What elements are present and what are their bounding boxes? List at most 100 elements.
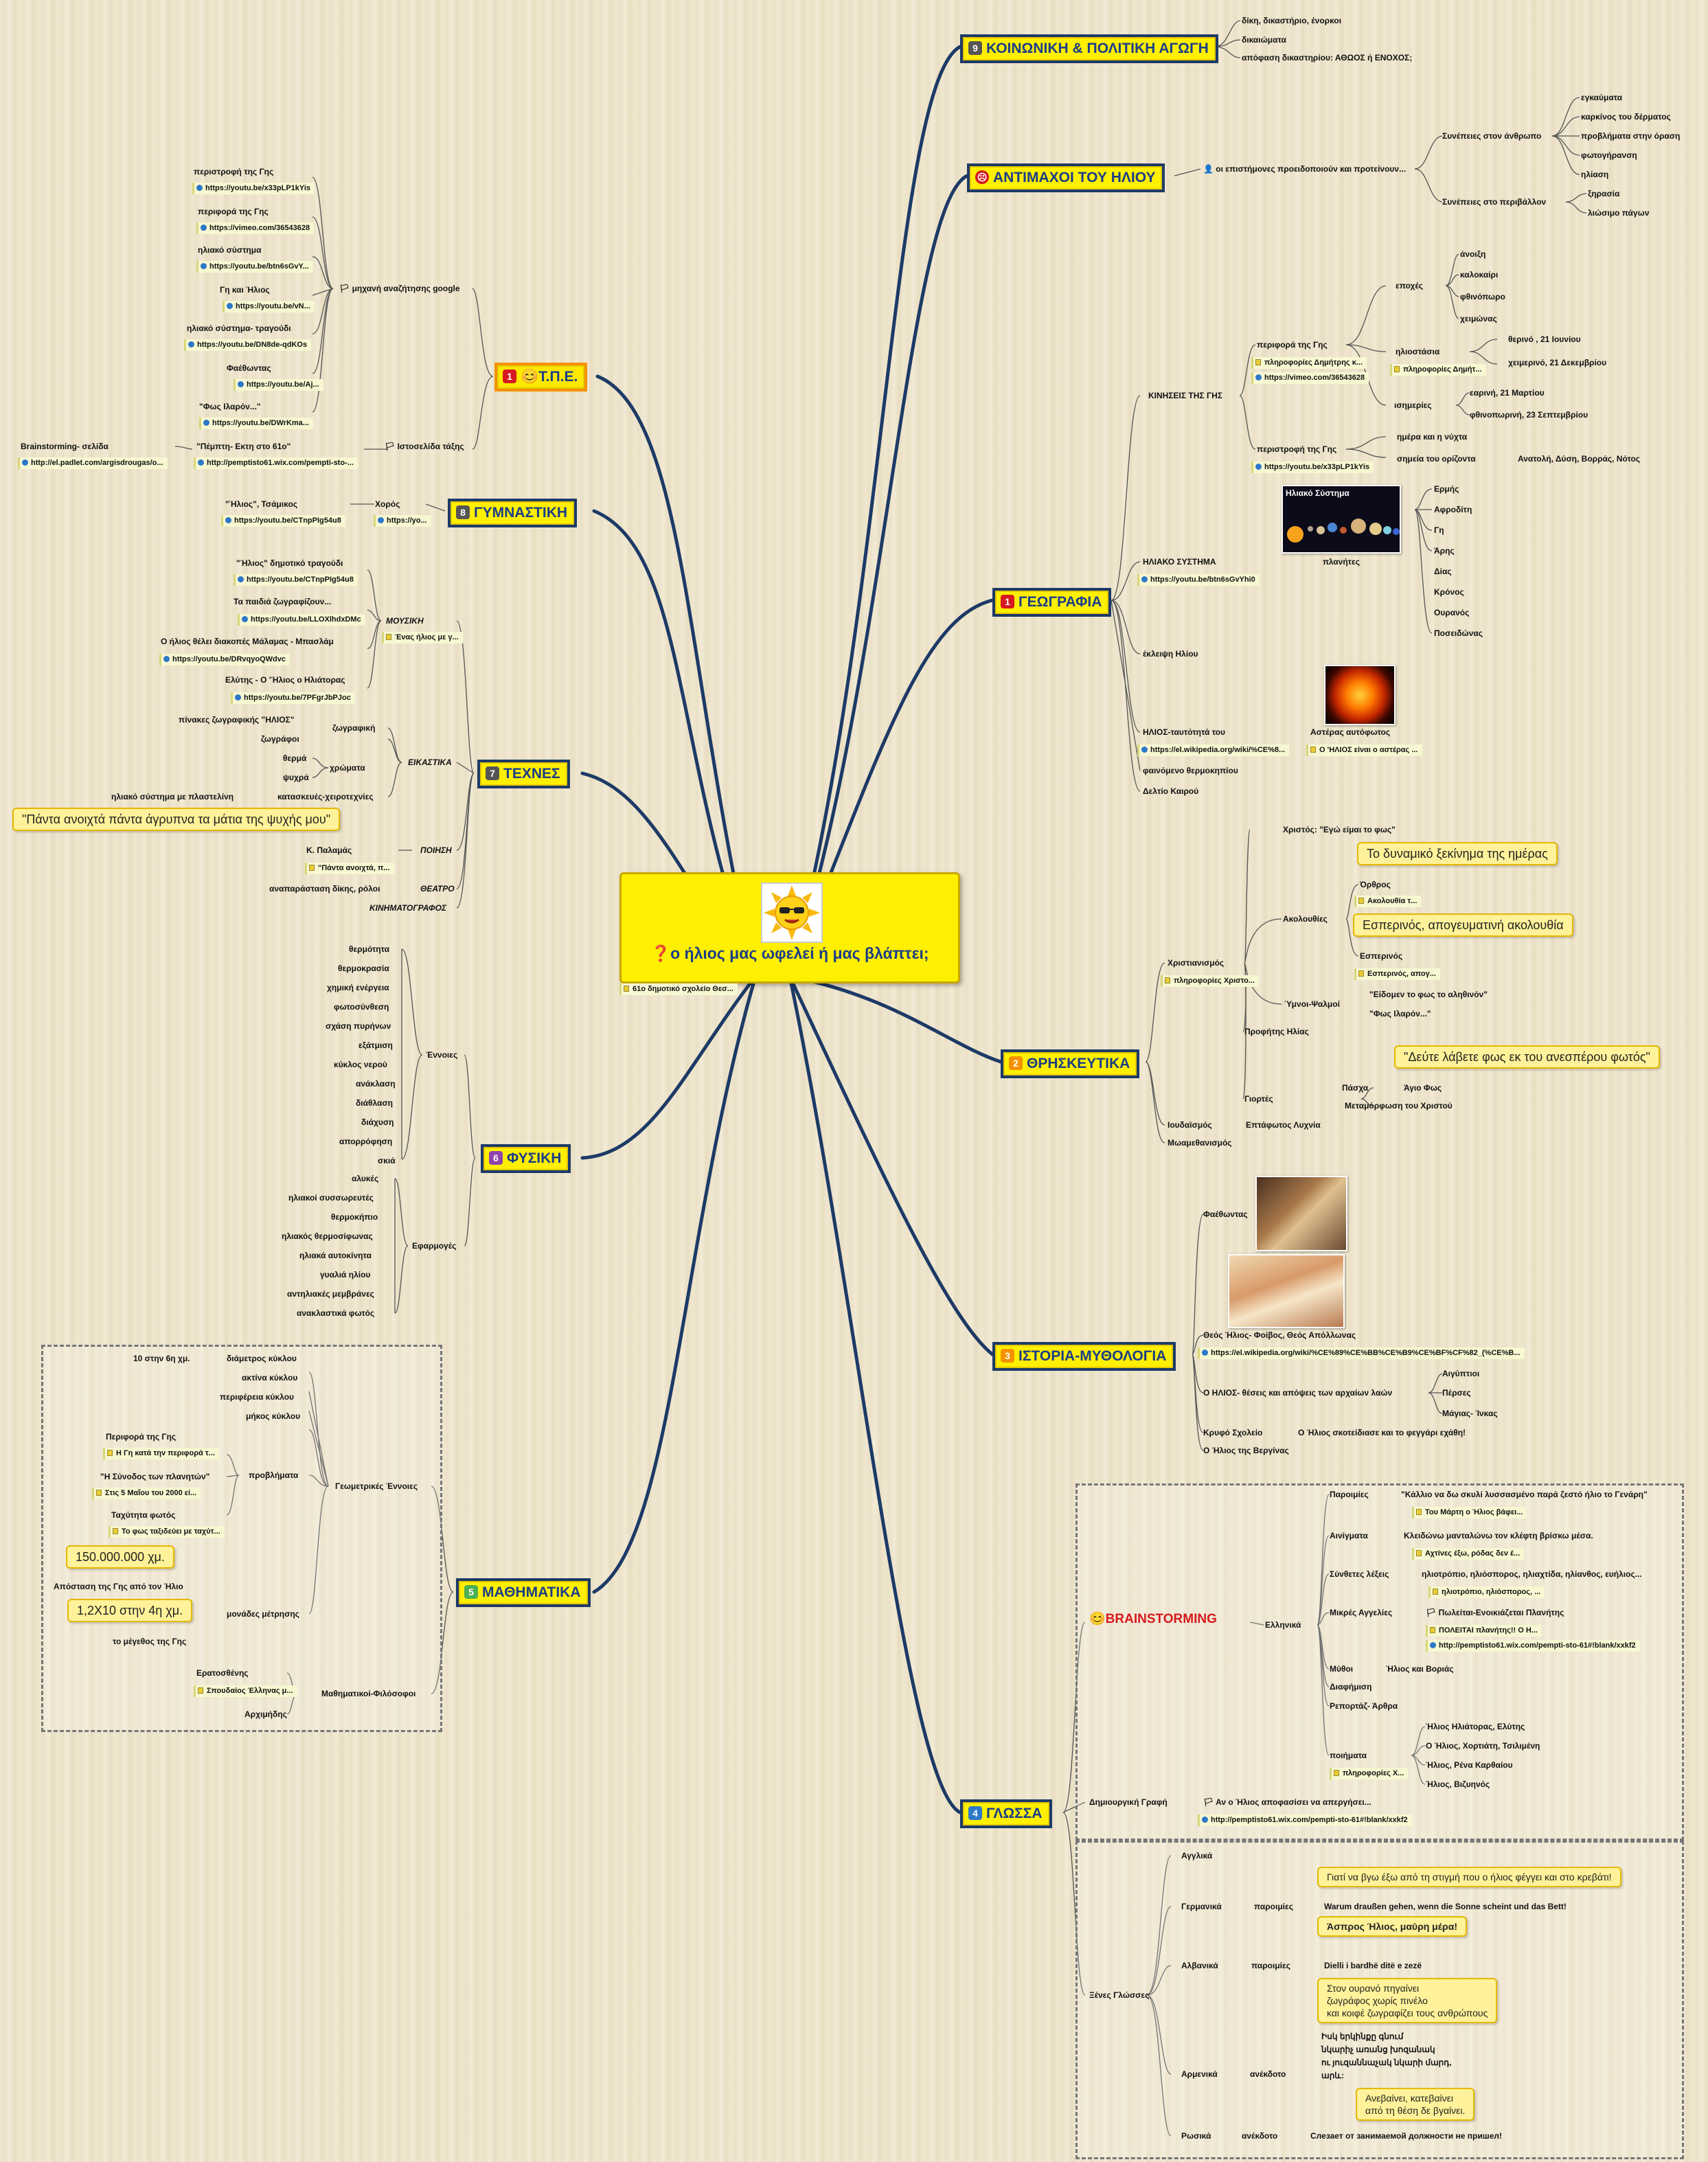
node[interactable]: το μέγεθος της Γης <box>113 1637 187 1646</box>
node[interactable]: Επτάφωτος Λυχνία <box>1246 1120 1321 1130</box>
link[interactable]: http://pemptisto61.wix.com/pempti-sto-61… <box>1426 1640 1640 1652</box>
node[interactable]: Απόσταση της Γης από τον Ήλιο <box>54 1582 183 1591</box>
link[interactable]: https://youtu.be/x33pLP1kYis <box>1251 462 1374 473</box>
node[interactable]: Προφήτης Ηλίας <box>1244 1027 1309 1036</box>
node[interactable]: διάμετρος κύκλου <box>227 1354 297 1363</box>
node[interactable]: Ανατολή, Δύση, Βορράς, Νότος <box>1518 454 1641 464</box>
link[interactable]: https://el.wikipedia.org/wiki/%CE%89%CE%… <box>1198 1347 1525 1359</box>
callout[interactable]: Εσπερινός, απογευματινή ακολουθία <box>1353 913 1573 937</box>
node[interactable]: φθινοπωρινή, 23 Σεπτεμβρίου <box>1470 410 1589 420</box>
phaethon-painting-image[interactable] <box>1255 1176 1347 1251</box>
node[interactable]: διάχυση <box>361 1117 394 1127</box>
node[interactable]: Γη <box>1434 525 1444 535</box>
node[interactable]: χημική ενέργεια <box>327 983 389 992</box>
link[interactable]: https://youtu.be/Aj... <box>234 379 323 391</box>
node[interactable]: φωτοσύνθεση <box>334 1002 389 1012</box>
node[interactable]: Δίας <box>1434 567 1452 576</box>
node[interactable]: Μάγιας- Ίνκας <box>1442 1409 1498 1418</box>
note[interactable]: Ο 'ΗΛΙΟΣ είναι ο αστέρας ... <box>1306 744 1422 756</box>
node[interactable]: Warum draußen gehen, wenn die Sonne sche… <box>1324 1902 1567 1911</box>
node[interactable]: 🏳 Αν ο Ήλιος αποφασίσει να απεργήσει... <box>1203 1797 1371 1807</box>
link[interactable]: https://youtu.be/DRvqyoQWdvc <box>159 654 290 665</box>
link[interactable]: https://youtu.be/DWrKma... <box>199 418 313 429</box>
callout[interactable]: Το δυναμικό ξεκίνημα της ημέρας <box>1357 842 1558 865</box>
link[interactable]: https://vimeo.com/36543628 <box>196 223 315 234</box>
node[interactable]: ηλιακό σύστημα <box>198 245 262 255</box>
node[interactable]: "Πέμπτη- Εκτη στο 61ο" <box>196 442 291 451</box>
node[interactable]: Ήλιος και Βοριάς <box>1386 1664 1454 1674</box>
node[interactable]: Φαέθωντας <box>1203 1209 1248 1219</box>
node[interactable]: ΘΕΑΤΡΟ <box>420 884 455 894</box>
node[interactable]: ψυχρά <box>283 773 309 782</box>
node[interactable]: Δελτίο Καιρού <box>1143 786 1199 796</box>
node[interactable]: Παροιμίες <box>1330 1490 1369 1499</box>
node[interactable]: ανάκλαση <box>356 1079 396 1089</box>
link[interactable]: http://el.padlet.com/argisdrougas/o... <box>18 457 168 469</box>
node[interactable]: "Είδομεν το φως το αληθινόν" <box>1369 990 1488 999</box>
link[interactable]: https://youtu.be/x33pLP1kYis <box>192 183 315 194</box>
node[interactable]: κατασκευές-χειροτεχνίες <box>277 792 374 801</box>
node[interactable]: Ο ΗΛΙΟΣ- θέσεις και απόψεις των αρχαίων … <box>1203 1388 1393 1398</box>
node[interactable]: Συνέπειες στον άνθρωπο <box>1442 131 1542 141</box>
note[interactable]: Η Γη κατά την περιφορά τ... <box>103 1448 219 1459</box>
link[interactable]: https://youtu.be/CTnpPIg54u8 <box>234 574 358 586</box>
central-topic[interactable]: ❓ο ήλιος μας ωφελεί ή μας βλάπτει; <box>619 872 960 983</box>
node[interactable]: παροιμίες <box>1251 1961 1290 1970</box>
solar-system-image[interactable]: Ηλιακό Σύστημα <box>1282 485 1401 554</box>
node[interactable]: διάθλαση <box>356 1098 393 1108</box>
node[interactable]: Γη και Ήλιος <box>220 285 270 295</box>
link[interactable]: https://youtu.be/LLOXlhdxDMc <box>238 614 365 626</box>
topic-antimaxoi[interactable]: ☹ΑΝΤΙΜΑΧΟΙ ΤΟΥ ΗΛΙΟΥ <box>967 163 1165 192</box>
node[interactable]: Χριστός: "Εγώ είμαι το φως" <box>1283 825 1396 834</box>
node[interactable]: Ερμής <box>1434 484 1459 494</box>
callout[interactable]: Άσπρος Ήλιος, μαύρη μέρα! <box>1317 1916 1467 1937</box>
node[interactable]: ανακλαστικά φωτός <box>297 1308 375 1318</box>
node[interactable]: Ύμνοι-Ψαλμοί <box>1284 999 1340 1009</box>
apollo-painting-image[interactable] <box>1228 1254 1345 1328</box>
note[interactable]: πληροφορίες Χ... <box>1330 1768 1409 1779</box>
node[interactable]: ΜΟΥΣΙΚΗ <box>386 616 424 626</box>
node[interactable]: ποιήματα <box>1330 1751 1367 1760</box>
node[interactable]: Αρμενικά <box>1181 2069 1218 2079</box>
node[interactable]: Περιφορά της Γης <box>106 1432 177 1442</box>
node[interactable]: εγκαύματα <box>1581 93 1623 102</box>
node[interactable]: Μαθηματικοί-Φιλόσοφοι <box>321 1689 416 1698</box>
node[interactable]: Τα παιδιά ζωγραφίζουν... <box>234 597 332 606</box>
node[interactable]: φθινόπωρο <box>1460 292 1505 301</box>
note[interactable]: Σπουδαίος Έλληνας μ... <box>194 1685 297 1697</box>
link[interactable]: https://vimeo.com/36543628 <box>1251 372 1369 384</box>
node[interactable]: Ο Ήλιος της Βεργίνας <box>1203 1446 1289 1455</box>
node[interactable]: αλυκές <box>352 1174 379 1183</box>
node[interactable]: πλανήτες <box>1323 557 1360 567</box>
note[interactable]: Το φως ταξιδεύει με ταχύτ... <box>109 1526 225 1538</box>
node[interactable]: 🏳 μηχανή αναζήτησης google <box>339 284 460 293</box>
node[interactable]: Άρης <box>1434 546 1455 556</box>
link[interactable]: http://pemptisto61.wix.com/pempti-sto-..… <box>194 457 358 469</box>
topic-tpe[interactable]: 1😊Τ.Π.Ε. <box>494 363 588 391</box>
node[interactable]: εαρινή, 21 Μαρτίου <box>1470 388 1545 398</box>
node[interactable]: Ελύτης - Ο 'Ήλιος ο Ηλιάτορας <box>225 675 345 685</box>
node[interactable]: έκλειψη Ηλίου <box>1143 649 1198 659</box>
node[interactable]: άνοιξη <box>1460 249 1486 259</box>
node[interactable]: ημέρα και η νύχτα <box>1397 432 1468 442</box>
note[interactable]: πληροφορίες Δημήτ... <box>1390 364 1486 376</box>
node[interactable]: ηλιακά αυτοκίνητα <box>299 1251 372 1260</box>
node[interactable]: δίκη, δικαστήριο, ένορκοι <box>1242 16 1342 25</box>
node[interactable]: φαινόμενο θερμοκηπίου <box>1143 766 1238 775</box>
node[interactable]: σημεία του ορίζοντα <box>1397 454 1476 464</box>
node[interactable]: ηλιακό σύστημα με πλαστελίνη <box>111 792 234 801</box>
node[interactable]: απορρόφηση <box>339 1137 393 1146</box>
node[interactable]: θερμά <box>283 753 307 763</box>
node[interactable]: Εφαρμογές <box>412 1241 457 1251</box>
node[interactable]: δικαιώματα <box>1242 35 1286 45</box>
node[interactable]: ΗΛΙΟΣ-ταυτότητά του <box>1143 727 1226 737</box>
node[interactable]: ηλιακό σύστημα- τραγούδι <box>187 323 291 333</box>
node[interactable]: Αφροδίτη <box>1434 505 1472 514</box>
node[interactable]: Διαφήμιση <box>1330 1682 1372 1692</box>
node[interactable]: Brainstorming- σελίδα <box>21 442 109 451</box>
node[interactable]: Αστέρας αυτόφωτος <box>1310 727 1391 737</box>
node[interactable]: "Κάλλιο να δω σκυλί λυσσασμένο παρά ζεστ… <box>1401 1490 1648 1499</box>
node[interactable]: Κρόνος <box>1434 587 1464 597</box>
node[interactable]: "Φως Ιλαρόν..." <box>199 402 261 411</box>
